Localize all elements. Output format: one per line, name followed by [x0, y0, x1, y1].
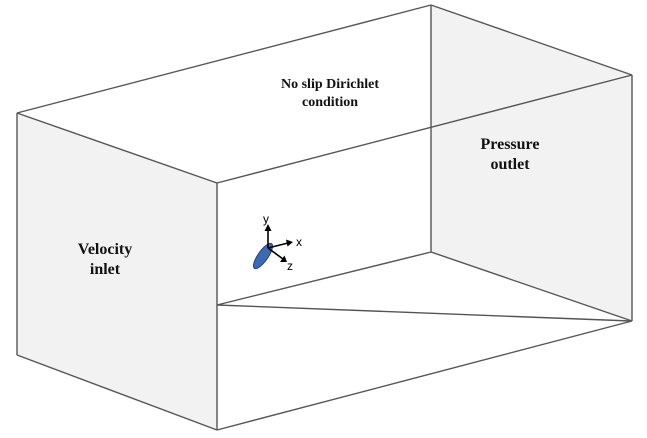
pressure-outlet-face	[431, 5, 632, 321]
x-axis-label: x	[296, 235, 302, 249]
x-axis-arrowhead	[286, 239, 293, 247]
z-axis-arrowhead	[280, 255, 287, 262]
body-ellipsoid	[252, 242, 274, 270]
velocity-inlet-face	[17, 113, 217, 430]
z-axis-line	[267, 247, 284, 260]
no-slip-wall-label-line-1: No slip Dirichlet	[281, 77, 379, 92]
domain-box-edges	[16, 4, 633, 431]
velocity-inlet-label: Velocity inlet	[50, 240, 160, 280]
velocity-inlet-label-line-2: inlet	[89, 261, 121, 278]
z-axis-label: z	[287, 259, 293, 273]
pressure-outlet-label: Pressure outlet	[455, 135, 565, 175]
coordinate-axes	[264, 224, 293, 262]
no-slip-wall-label: No slip Dirichlet condition	[230, 76, 430, 111]
pressure-outlet-label-line-2: outlet	[490, 156, 530, 173]
pressure-outlet-label-line-1: Pressure	[480, 136, 540, 153]
no-slip-wall-label-line-2: condition	[301, 94, 358, 110]
x-axis-line	[267, 242, 289, 249]
y-axis-label: y	[263, 212, 269, 226]
velocity-inlet-label-line-1: Velocity	[77, 241, 133, 258]
y-axis-arrowhead	[264, 224, 272, 231]
inner-edges	[216, 251, 633, 322]
